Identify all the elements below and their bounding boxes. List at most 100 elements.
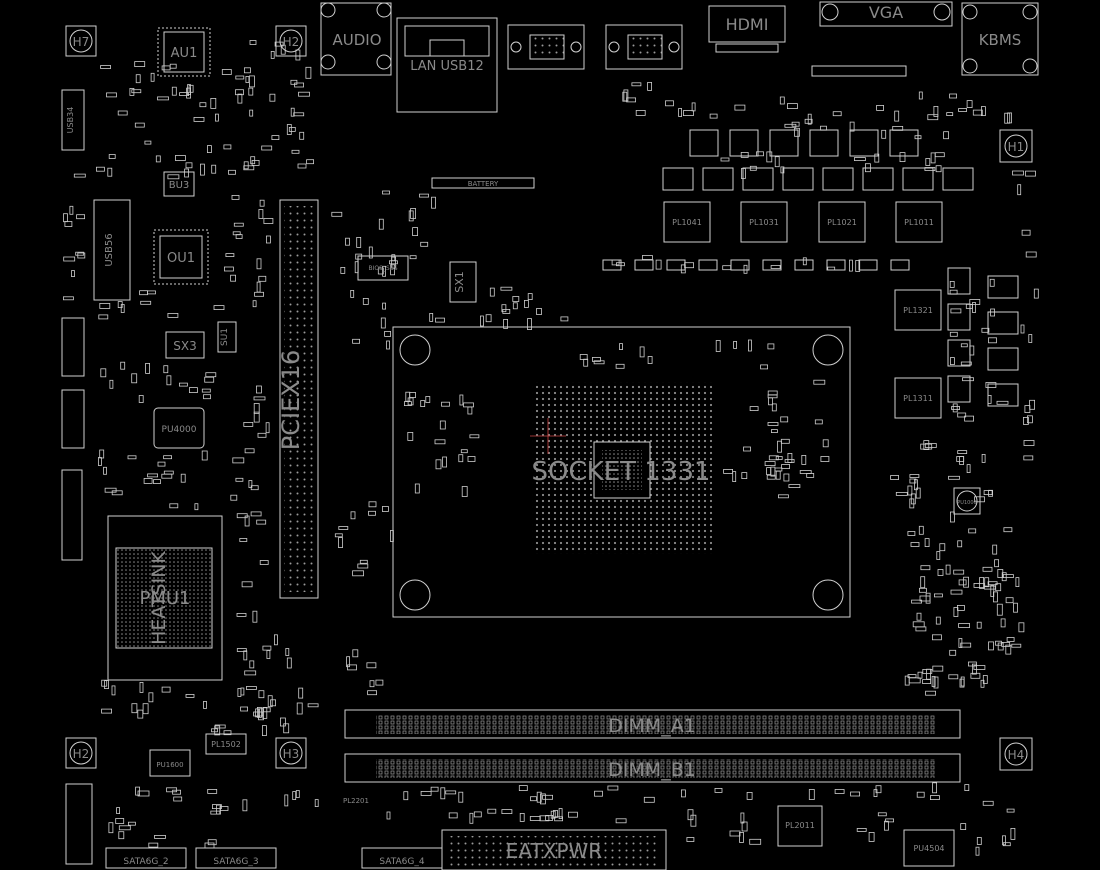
label-eatxpwr: EATXPWR xyxy=(506,839,603,863)
smd-component xyxy=(249,660,255,669)
inductor-pl1041[interactable] xyxy=(663,201,711,243)
smd-component xyxy=(993,591,998,603)
com-header-2[interactable] xyxy=(605,24,683,70)
smd-component xyxy=(982,675,988,684)
label-h4: H4 xyxy=(1008,748,1025,762)
smd-component xyxy=(201,388,211,393)
battery-holder[interactable] xyxy=(431,177,535,189)
mosfet xyxy=(947,267,971,295)
chip-sx1[interactable] xyxy=(449,261,477,303)
chip-pu1600[interactable] xyxy=(149,749,191,777)
smd-component xyxy=(806,472,815,478)
com-header-1[interactable] xyxy=(507,24,585,70)
smd-component xyxy=(934,152,945,158)
bios-chip[interactable] xyxy=(357,255,409,281)
smd-component xyxy=(377,267,384,275)
smd-component xyxy=(1018,622,1025,633)
smd-component xyxy=(256,707,262,718)
audio-connector[interactable] xyxy=(320,2,392,76)
vga-connector[interactable] xyxy=(811,1,953,77)
panel-header[interactable] xyxy=(65,783,93,865)
sata-port-2[interactable] xyxy=(105,847,187,869)
smd-component xyxy=(223,266,234,272)
inductor-pl1311[interactable] xyxy=(894,377,942,419)
smd-component xyxy=(787,103,798,109)
chip-au1[interactable] xyxy=(157,27,211,77)
smd-component xyxy=(686,837,695,842)
smd-component xyxy=(774,467,783,472)
smd-component xyxy=(749,838,762,845)
pcie-x16-slot[interactable] xyxy=(279,199,319,599)
smd-component xyxy=(131,89,142,94)
spi-header[interactable] xyxy=(61,389,85,449)
smd-component xyxy=(314,799,319,807)
smd-component xyxy=(469,434,480,439)
chip-pu4000[interactable] xyxy=(153,407,205,449)
sata-port-4[interactable] xyxy=(361,847,443,869)
smd-component xyxy=(1029,399,1035,410)
sata-port-3[interactable] xyxy=(195,847,277,869)
chip-sx3[interactable] xyxy=(165,331,205,359)
chip-pu1000[interactable] xyxy=(953,487,981,515)
smd-component xyxy=(992,544,998,555)
chip-su1[interactable] xyxy=(217,321,237,353)
chip-pu4504[interactable] xyxy=(903,829,955,867)
smd-component xyxy=(108,822,114,834)
hdmi-connector[interactable] xyxy=(708,5,786,53)
chip-pl1502[interactable] xyxy=(205,733,247,755)
smd-component xyxy=(916,791,925,798)
smd-component xyxy=(739,832,744,843)
smd-component xyxy=(382,302,387,310)
inductor-pl1021[interactable] xyxy=(818,201,866,243)
smd-component xyxy=(240,706,249,712)
inductor-pl1031[interactable] xyxy=(740,201,788,243)
front-audio-header[interactable] xyxy=(61,317,85,377)
smd-component xyxy=(420,241,429,247)
smd-component xyxy=(748,339,752,352)
inductor-pl1011[interactable] xyxy=(895,201,943,243)
smd-component xyxy=(435,459,442,470)
smd-component xyxy=(467,456,476,462)
smd-component xyxy=(346,656,351,668)
smd-component xyxy=(877,812,887,817)
smd-component xyxy=(714,788,723,793)
smd-component xyxy=(949,649,957,656)
mosfet xyxy=(947,339,971,367)
smd-component xyxy=(380,317,386,329)
smd-component xyxy=(780,438,790,444)
chip-bu3[interactable] xyxy=(163,171,195,197)
smd-component xyxy=(783,473,790,482)
cpu-socket[interactable] xyxy=(392,326,851,618)
inductor-pl2011[interactable] xyxy=(777,805,823,847)
smd-component xyxy=(909,498,915,509)
smd-component xyxy=(512,302,518,310)
kbms-connector[interactable] xyxy=(961,2,1039,76)
smd-component xyxy=(524,299,529,308)
smd-component xyxy=(639,346,645,358)
smd-component xyxy=(154,835,166,839)
smd-component xyxy=(368,501,377,508)
smd-component xyxy=(352,649,359,658)
dimm-slot-b1[interactable] xyxy=(344,753,961,783)
inductor-pl1321[interactable] xyxy=(894,289,942,331)
heatsink-pmu1[interactable] xyxy=(107,515,223,681)
eatx-power-connector[interactable] xyxy=(441,829,667,870)
fan-header[interactable] xyxy=(61,469,83,561)
smd-component xyxy=(431,196,436,209)
mosfet xyxy=(902,167,934,191)
smd-component xyxy=(100,65,111,69)
smd-component xyxy=(1023,416,1029,425)
smd-component xyxy=(203,394,211,400)
smd-component xyxy=(180,473,186,483)
smd-component xyxy=(780,166,785,174)
chip-ou1[interactable] xyxy=(153,229,209,285)
smd-component xyxy=(139,290,149,296)
usb34-header[interactable] xyxy=(61,89,85,151)
smd-component xyxy=(245,76,250,83)
dimm-slot-a1[interactable] xyxy=(344,709,961,739)
lan-usb-connector[interactable] xyxy=(396,17,498,113)
usb56-header[interactable] xyxy=(93,199,131,301)
smd-component xyxy=(907,531,916,536)
smd-component xyxy=(948,674,959,680)
smd-component xyxy=(756,151,764,157)
